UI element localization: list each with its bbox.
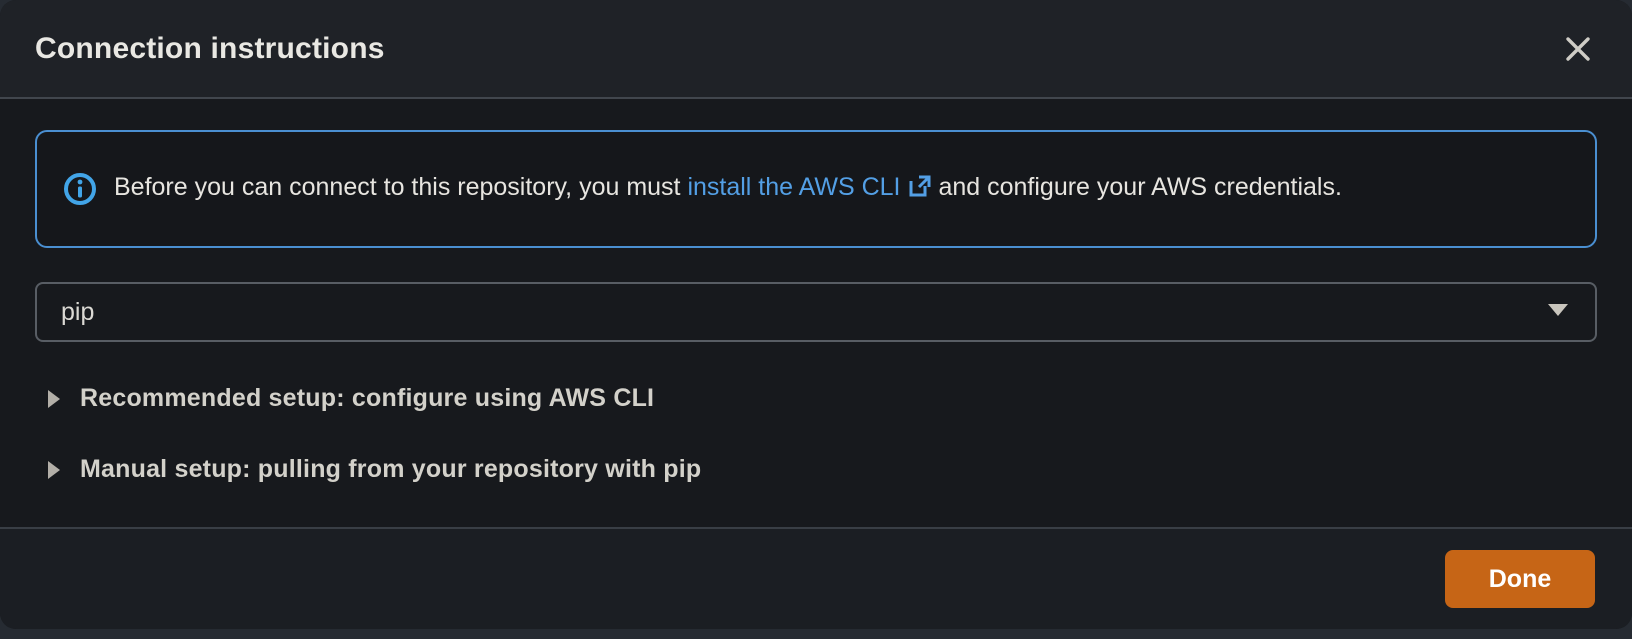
expandable-section-recommended-setup[interactable]: Recommended setup: configure using AWS C… [35,384,1597,413]
info-icon [63,172,97,206]
caret-right-icon [47,460,61,480]
package-manager-select[interactable]: pip [35,282,1597,342]
expandable-section-manual-setup[interactable]: Manual setup: pulling from your reposito… [35,455,1597,484]
link-label: install the AWS CLI [687,173,901,202]
alert-text: Before you can connect to this repositor… [114,171,1342,207]
select-value: pip [61,297,95,326]
page-title: Connection instructions [35,31,385,65]
modal-content: Before you can connect to this repositor… [0,99,1632,527]
close-icon [1563,34,1593,64]
expandable-section-label: Manual setup: pulling from your reposito… [80,455,702,483]
alert-text-before-link: Before you can connect to this repositor… [114,173,688,202]
close-button[interactable] [1554,25,1602,73]
chevron-down-icon [1547,302,1569,323]
external-link-icon[interactable] [908,174,932,207]
modal-header: Connection instructions [0,0,1632,99]
expandable-section-label: Recommended setup: configure using AWS C… [80,384,655,412]
caret-right-icon [47,389,61,409]
info-alert: Before you can connect to this repositor… [35,130,1597,248]
alert-text-after-link: and configure your AWS credentials. [931,173,1342,202]
modal-footer: Done [0,527,1632,629]
done-button[interactable]: Done [1445,550,1595,608]
install-aws-cli-link[interactable]: install the AWS CLI [687,173,931,201]
